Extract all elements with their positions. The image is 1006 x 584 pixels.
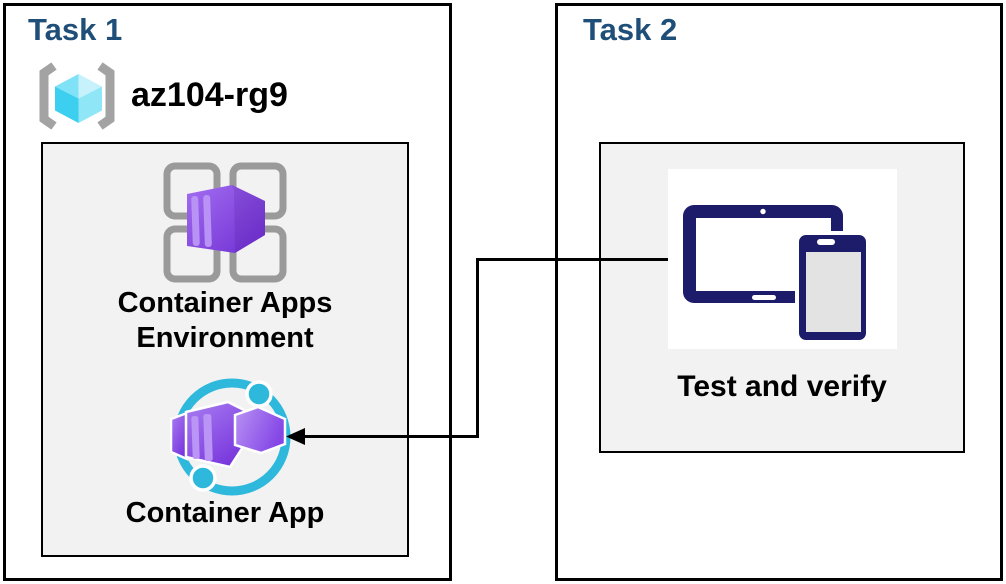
resource-group-icon (39, 62, 115, 130)
task1-title: Task 1 (28, 12, 123, 47)
cae-label-line2: Environment (136, 322, 314, 354)
devices-icon (683, 205, 870, 344)
cae-label-line1: Container Apps (117, 287, 333, 319)
container-app-label: Container App (125, 497, 325, 529)
test-and-verify-label: Test and verify (677, 370, 887, 403)
task2-title: Task 2 (583, 12, 678, 47)
container-apps-environment-icon (163, 162, 287, 283)
resource-group-row (33, 57, 433, 133)
container-apps-environment-label: Container Apps Environment (41, 286, 409, 356)
container-app-icon (170, 378, 291, 496)
resource-group-label: az104-rg9 (131, 76, 288, 114)
